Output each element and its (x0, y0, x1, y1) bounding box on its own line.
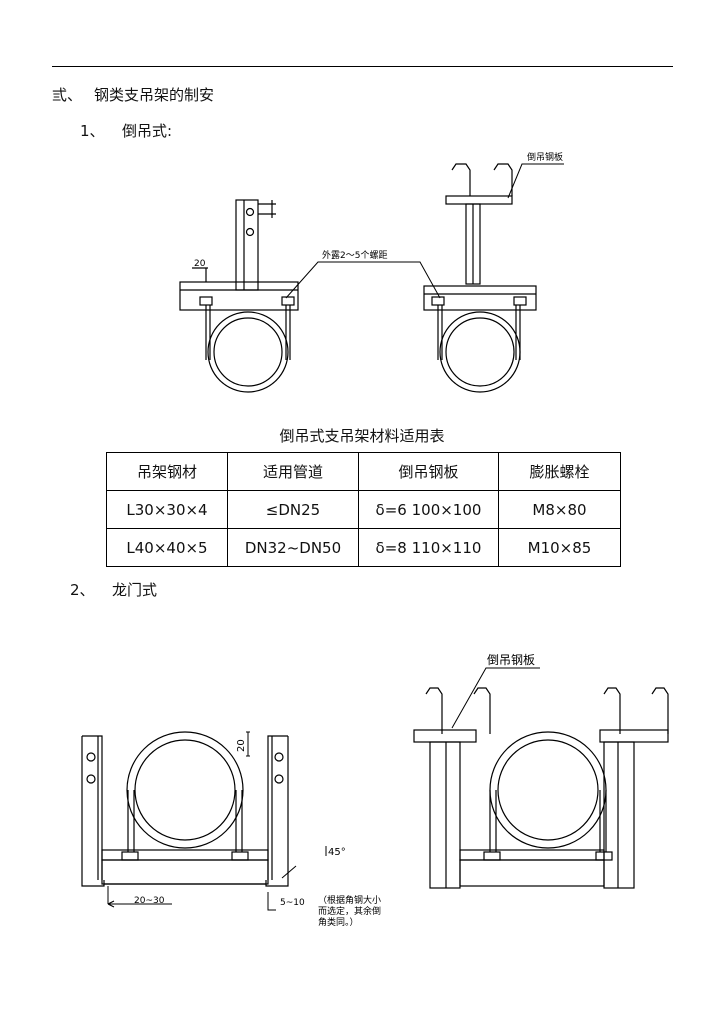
pipe-right (489, 731, 607, 849)
right-base-angle (423, 285, 537, 311)
note-line-1: （根据角钢大小 (318, 894, 381, 906)
dim-20-label-2: 20 (236, 739, 247, 752)
table-caption: 倒吊式支吊架材料适用表 (279, 427, 445, 445)
gantry-left-post (429, 741, 461, 889)
note-line-3: 角类同。） (318, 916, 359, 928)
section-number: 弎、 (52, 86, 83, 104)
table-cell: δ=6 100×100 (358, 490, 499, 529)
subsection-1-title: 倒吊式: (122, 122, 173, 140)
table-cell: DN32~DN50 (227, 528, 359, 567)
plate-label-2: 倒吊钢板 (487, 653, 535, 667)
left-base-angle (179, 281, 299, 311)
left-pipe (207, 311, 289, 393)
top-rule (52, 66, 673, 67)
figure-inverted-hanger: 倒吊钢板 外露2～5个螺距 20 (179, 151, 564, 393)
right-pipe (439, 311, 521, 393)
gantry-right-post (603, 741, 635, 889)
table-row: L40×40×5 DN32~DN50 δ=8 110×110 M10×85 (106, 528, 621, 567)
plate-label-1: 倒吊钢板 (527, 151, 563, 163)
dim-gap-label: 5~10 (280, 898, 305, 908)
table-cell: L30×30×4 (106, 490, 228, 529)
thread-label: 外露2～5个螺距 (322, 249, 387, 261)
angle-label: 45° (328, 847, 346, 858)
header-cell: 倒吊钢板 (358, 452, 499, 491)
subsection-2-title: 龙门式 (112, 581, 158, 599)
section-title: 钢类支吊架的制安 (94, 86, 215, 104)
note-line-2: 而选定，其余倒 (318, 905, 381, 917)
section-heading: 弎、钢类支吊架的制安 (52, 84, 214, 105)
subsection-2-heading: 2、龙门式 (70, 579, 157, 600)
dim-bottom-label: 20~30 (134, 896, 165, 906)
dim-20-label-1: 20 (194, 259, 206, 269)
subsection-1-number: 1、 (80, 122, 105, 140)
pipe-left (126, 731, 244, 849)
material-table: 吊架钢材 适用管道 倒吊钢板 膨胀螺栓 L30×30×4 ≤DN25 δ=6 1… (106, 452, 621, 567)
subsection-1-heading: 1、倒吊式: (80, 120, 172, 141)
subsection-2-number: 2、 (70, 581, 95, 599)
table-cell: M10×85 (498, 528, 621, 567)
right-post (267, 735, 288, 880)
header-cell: 吊架钢材 (106, 452, 228, 491)
table-cell: L40×40×5 (106, 528, 228, 567)
left-post (82, 735, 103, 880)
table-cell: δ=8 110×110 (358, 528, 499, 567)
